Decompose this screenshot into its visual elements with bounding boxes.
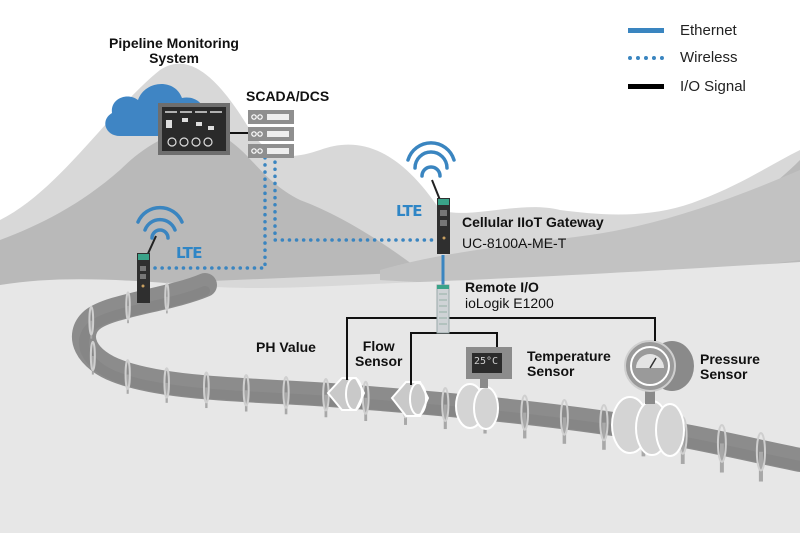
legend-label-ethernet: Ethernet — [680, 22, 737, 39]
wifi-icon-left — [136, 205, 184, 240]
pressure-sensor-label-line1: Pressure — [700, 351, 760, 367]
pipe-support-leg — [680, 435, 685, 464]
pipe-support-leg — [562, 417, 567, 444]
wireless-links — [153, 153, 434, 270]
cloud-system-title: Pipeline Monitoring System — [96, 35, 252, 67]
legend-label-io-signal: I/O Signal — [680, 78, 746, 95]
pipe-collar — [242, 374, 250, 407]
pipe-support-leg — [523, 412, 527, 439]
pipe-collar — [755, 432, 767, 472]
scada-label: SCADA/DCS — [246, 88, 330, 104]
pressure-sensor-collar — [611, 340, 694, 457]
legend-item-wireless: Wireless — [628, 49, 738, 66]
temperature-sensor-label: Temperature Sensor — [527, 348, 611, 380]
pipe-collar — [520, 394, 530, 431]
cloud-system-label: Pipeline Monitoring System — [109, 35, 239, 67]
cellular-gateway-device — [431, 179, 450, 254]
pipe-support-leg — [244, 390, 248, 412]
legend-item-io-signal: I/O Signal — [628, 78, 746, 95]
pipe-support-leg — [127, 305, 129, 324]
remote-io-label: Remote I/O — [465, 279, 539, 295]
remote-io-model: ioLogik E1200 — [465, 295, 554, 311]
gateway-model: UC-8100A-ME-T — [462, 235, 567, 251]
wireless-swatch-icon — [628, 55, 664, 60]
hill-right — [380, 170, 800, 283]
pipe-support-leg — [205, 387, 208, 409]
temperature-sensor-collar — [455, 347, 512, 430]
ethernet-swatch-icon — [628, 28, 664, 33]
legend-item-ethernet: Ethernet — [628, 22, 737, 39]
flow-sensor-label-line2: Sensor — [355, 353, 403, 370]
pressure-sensor-label: Pressure Sensor — [700, 351, 760, 383]
pipe-collar — [599, 404, 609, 442]
scada-server-icon — [248, 110, 294, 158]
pipe-collar — [89, 340, 96, 372]
pipe-collar — [125, 291, 131, 321]
flow-sensor-fitting-2 — [390, 381, 430, 417]
pipe-support-leg — [443, 404, 447, 430]
flow-sensor-label-line1: Flow — [362, 338, 395, 354]
remote-io-device — [436, 284, 450, 334]
pipe-support-leg — [91, 355, 94, 375]
ph-value-label: PH Value — [256, 339, 316, 355]
pipe-collar — [716, 423, 727, 463]
pipe-collar — [361, 380, 370, 415]
pipe-collar — [559, 398, 569, 436]
temperature-sensor-label-line2: Sensor — [527, 363, 575, 380]
io-signal-lines — [346, 317, 656, 385]
wifi-icon-right — [406, 141, 456, 178]
pressure-sensor-label-line2: Sensor — [700, 366, 748, 383]
temperature-sensor-label-line1: Temperature — [527, 348, 611, 364]
pipe-support-leg — [284, 392, 288, 415]
temperature-display-readout: 25°C — [474, 356, 499, 367]
pipe-collar — [163, 367, 170, 399]
legend-label-wireless: Wireless — [680, 49, 738, 66]
lte-label-right: LTE — [396, 202, 423, 220]
pipe-support-leg — [602, 422, 606, 450]
pipe-support-leg — [364, 397, 368, 422]
flow-sensor-label: Flow Sensor — [355, 338, 403, 370]
io-signal-swatch-icon — [628, 84, 664, 89]
pipe-collar — [202, 371, 210, 404]
pipe-collar — [124, 359, 131, 390]
pipe-support-leg — [90, 320, 93, 339]
pipe-collar — [441, 387, 450, 423]
remote-gateway-device — [137, 235, 157, 303]
pipe-collar — [282, 375, 290, 409]
lte-label-left: LTE — [176, 244, 203, 262]
monitoring-screen-icon — [158, 103, 230, 155]
pipe-support-leg — [758, 451, 763, 482]
pipe-collar — [164, 282, 170, 312]
flow-sensor-fitting-1 — [326, 377, 366, 411]
pipe-support-leg — [719, 443, 724, 473]
pipe-collar — [88, 305, 95, 336]
pipe-support-leg — [324, 394, 328, 418]
pipe-support-leg — [165, 382, 168, 403]
gateway-label: Cellular IIoT Gateway — [462, 214, 604, 230]
pipe-support-leg — [126, 374, 129, 394]
pipe-support-leg — [166, 296, 168, 314]
